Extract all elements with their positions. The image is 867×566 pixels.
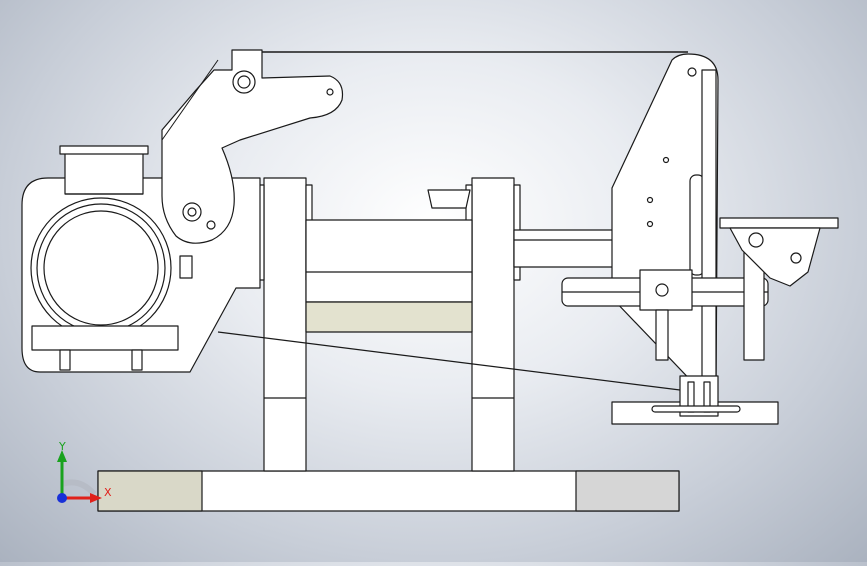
y-axis-head xyxy=(57,450,67,462)
y-axis-label: Y xyxy=(58,440,66,453)
z-axis-dot xyxy=(57,493,67,503)
motor[interactable] xyxy=(30,145,193,371)
knob-block xyxy=(427,189,471,209)
base-pad-right xyxy=(575,470,680,512)
tension-arm[interactable] xyxy=(161,49,344,244)
base-frame[interactable] xyxy=(97,470,680,512)
x-axis-label: X xyxy=(104,486,112,499)
left-upright[interactable] xyxy=(257,177,313,472)
bottom-work-rest[interactable] xyxy=(611,375,779,425)
sliding-rail xyxy=(305,301,473,333)
cross-shaft[interactable] xyxy=(561,239,769,361)
abrasive-belt xyxy=(161,51,688,391)
right-upright[interactable] xyxy=(465,177,521,472)
x-axis-head xyxy=(90,493,102,503)
base-pad-left xyxy=(97,470,203,512)
coordinate-triad: Y X xyxy=(57,440,112,503)
side-tool-rest[interactable] xyxy=(719,217,839,287)
triad-arc xyxy=(61,479,97,497)
